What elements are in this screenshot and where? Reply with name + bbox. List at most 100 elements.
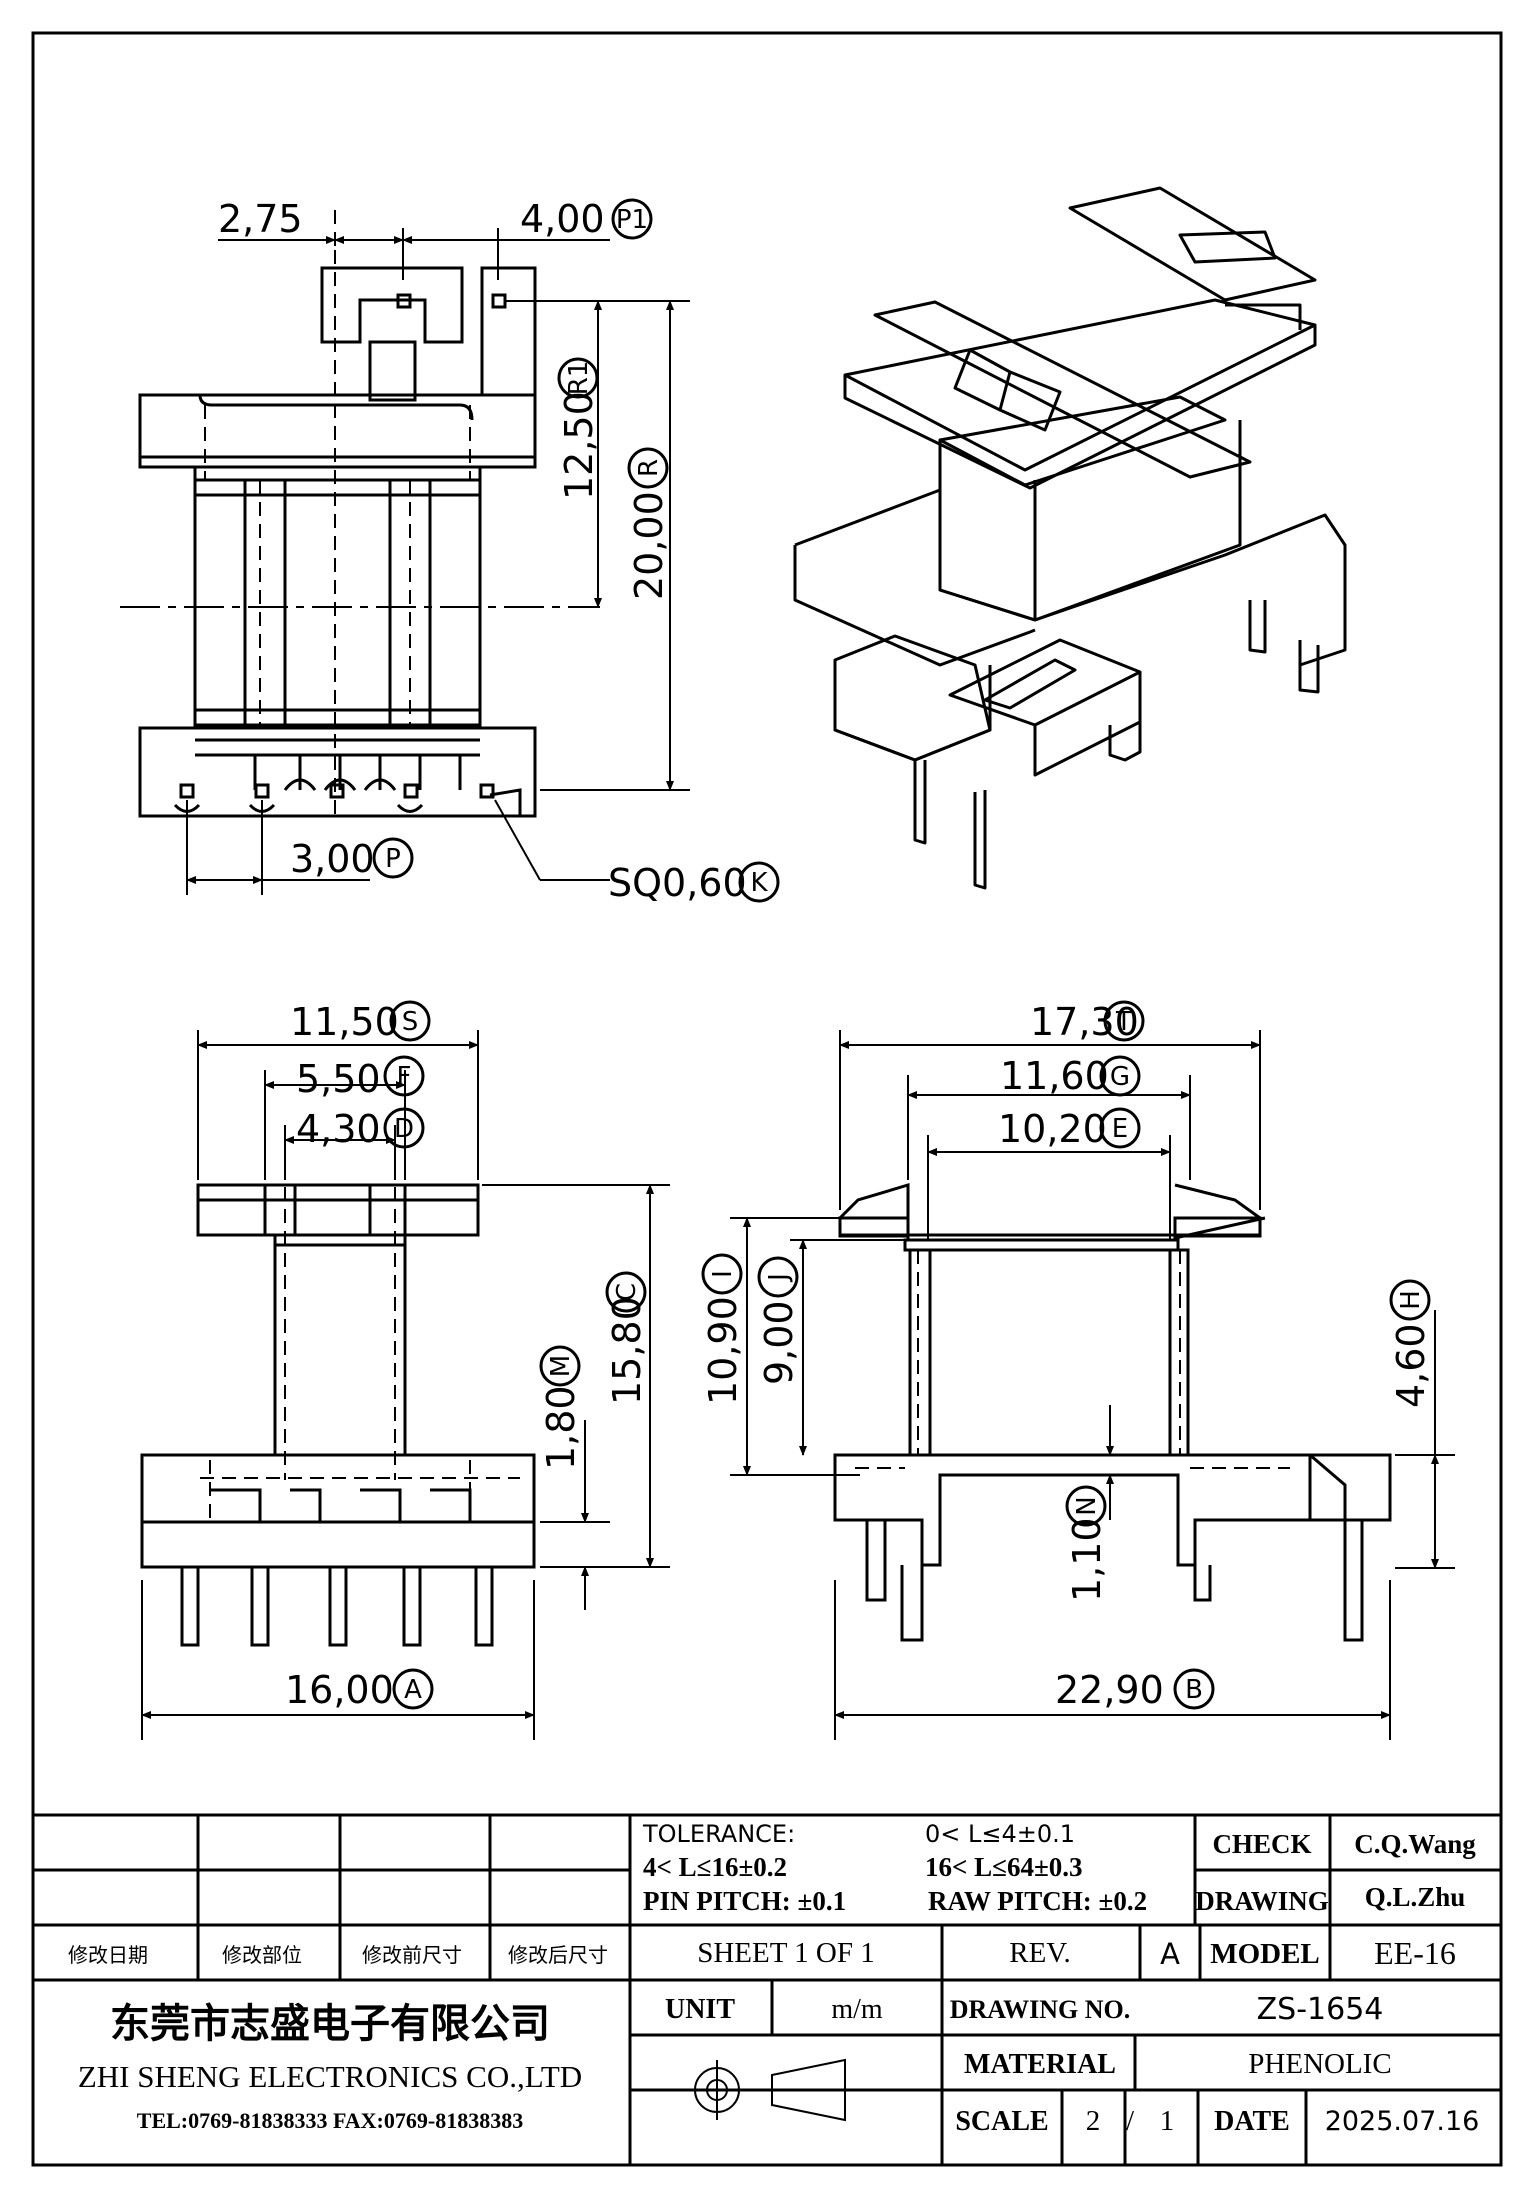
tag-j-circle: [757, 1256, 799, 1298]
rev-after-header: 修改后尺寸: [508, 1943, 608, 1967]
tag-m: M: [546, 1355, 576, 1377]
top-view-dimensions: [120, 210, 690, 895]
tag-s-circle: [389, 1000, 431, 1042]
drawing-no-value: ZS-1654: [1257, 1992, 1384, 2027]
check-label: CHECK: [1212, 1829, 1311, 1859]
check-value: C.Q.Wang: [1354, 1829, 1476, 1859]
dim-2-75: 2,75: [218, 197, 303, 241]
tag-d-circle: [383, 1107, 425, 1149]
tolerance-range-1: 0< L≤4±0.1: [925, 1820, 1075, 1848]
tag-r-circle: [627, 447, 669, 489]
dim-10-90: 10,90: [701, 1296, 745, 1405]
projection-symbol-icon: [685, 2058, 860, 2122]
dim-10-20: 10,20: [998, 1107, 1107, 1151]
tolerance-range-2: 4< L≤16±0.2: [643, 1852, 787, 1882]
tag-p1-circle: [611, 198, 653, 240]
tag-r: R: [634, 459, 664, 477]
drawing-border: [31, 31, 1503, 2167]
dim-1-80: 1,80: [539, 1385, 583, 1470]
unit-value: m/m: [831, 1994, 883, 2025]
date-label: DATE: [1214, 2106, 1290, 2137]
tag-p: P: [385, 844, 401, 874]
raw-pitch: RAW PITCH: ±0.2: [928, 1886, 1147, 1916]
dim-11-60: 11,60: [1000, 1054, 1109, 1098]
tag-s: S: [402, 1007, 419, 1037]
rev-part-header: 修改部位: [222, 1943, 302, 1967]
model-label: MODEL: [1210, 1938, 1320, 1970]
dim-16-00: 16,00: [285, 1668, 394, 1712]
tag-c-circle: [605, 1271, 647, 1313]
tag-a: A: [404, 1675, 422, 1705]
dimension-labels: 2,75 4,00 P1 12,50 R1 20,00 R 3,00 P SQ0…: [218, 197, 1433, 1712]
tag-c: C: [612, 1283, 642, 1301]
dim-4-30: 4,30: [296, 1107, 381, 1151]
scale-denominator: 1: [1160, 2105, 1175, 2137]
tolerance-range-3: 16< L≤64±0.3: [925, 1852, 1083, 1882]
dim-11-50: 11,50: [290, 1000, 399, 1044]
tag-h-circle: [1389, 1279, 1431, 1321]
tag-m-circle: [539, 1345, 581, 1387]
tag-i-circle: [701, 1253, 743, 1295]
unit-label: UNIT: [665, 1994, 735, 2025]
scale-label: SCALE: [955, 2106, 1048, 2137]
tag-f: F: [397, 1062, 412, 1092]
front-view-dimensions: [141, 1030, 670, 1740]
tag-g-circle: [1099, 1055, 1141, 1097]
tag-n-circle: [1065, 1485, 1107, 1527]
dim-4-60: 4,60: [1389, 1323, 1433, 1408]
tag-k: K: [750, 868, 768, 898]
side-view-dimensions: [730, 1030, 1455, 1740]
dim-sq0-60: SQ0,60: [608, 861, 747, 905]
top-view-hidden-lines: [204, 250, 471, 820]
company-contact: TEL:0769-81838333 FAX:0769-81838383: [137, 2108, 523, 2133]
drawing-label: DRAWING: [1195, 1886, 1329, 1916]
top-view: [138, 266, 537, 818]
tag-b-circle: [1173, 1668, 1215, 1710]
side-view-hidden-lines: [855, 1250, 1290, 1469]
dim-22-90: 22,90: [1055, 1668, 1164, 1712]
date-value: 2025.07.16: [1325, 2106, 1480, 2137]
material-label: MATERIAL: [964, 2049, 1116, 2080]
pin-pitch: PIN PITCH: ±0.1: [643, 1886, 846, 1916]
tag-f-circle: [383, 1055, 425, 1097]
side-view: [833, 1182, 1392, 1642]
model-value: EE-16: [1374, 1935, 1456, 1971]
tolerance-label: TOLERANCE:: [642, 1820, 795, 1848]
scale-slash: /: [1126, 2105, 1135, 2137]
tag-a-circle: [392, 1668, 434, 1710]
material-value: PHENOLIC: [1248, 2048, 1391, 2080]
dim-1-10: 1,10: [1065, 1517, 1109, 1602]
rev-value: A: [1160, 1937, 1180, 1971]
tag-n: N: [1072, 1496, 1102, 1515]
tag-b: B: [1185, 1675, 1203, 1705]
dim-12-50: 12,50: [557, 391, 601, 500]
company-name-en: ZHI SHENG ELECTRONICS CO.,LTD: [78, 2059, 582, 2094]
rev-date-header: 修改日期: [68, 1943, 148, 1967]
tag-j: J: [764, 1273, 794, 1283]
tag-e: E: [1112, 1114, 1128, 1144]
dim-4-00: 4,00: [520, 197, 605, 241]
tag-r1: R1: [564, 361, 594, 396]
tag-g: G: [1110, 1062, 1130, 1092]
rev-label: REV.: [1009, 1937, 1071, 1969]
front-view-hidden-lines: [200, 1165, 520, 1525]
title-block-text: TOLERANCE: 0< L≤4±0.1 4< L≤16±0.2 16< L≤…: [68, 1820, 1479, 2137]
rev-before-header: 修改前尺寸: [362, 1943, 462, 1967]
tag-i: I: [708, 1270, 738, 1278]
dim-15-80: 15,80: [605, 1296, 649, 1405]
drawing-no-label: DRAWING NO.: [950, 1995, 1131, 2024]
dim-3-00: 3,00: [290, 837, 375, 881]
dim-9-00: 9,00: [757, 1300, 801, 1385]
scale-numerator: 2: [1086, 2105, 1101, 2137]
tag-h: H: [1396, 1290, 1426, 1310]
dim-17-30: 17,30: [1030, 1000, 1139, 1044]
company-name-cn: 东莞市志盛电子有限公司: [110, 2001, 550, 2047]
tag-r1-circle: [557, 357, 599, 399]
tag-t-circle: [1103, 1000, 1145, 1042]
tag-e-circle: [1099, 1107, 1141, 1149]
front-view: [140, 1183, 536, 1647]
dim-5-50: 5,50: [296, 1057, 381, 1101]
drawing-value: Q.L.Zhu: [1365, 1882, 1466, 1912]
tag-d: D: [394, 1114, 414, 1144]
